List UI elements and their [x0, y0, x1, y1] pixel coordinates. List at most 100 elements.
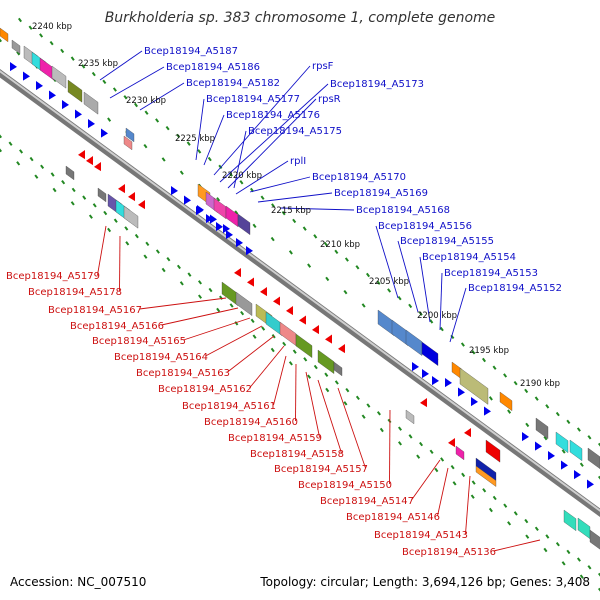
forward-arrow — [36, 81, 43, 91]
feature-block — [485, 439, 501, 463]
lower-outer-tick — [579, 574, 584, 579]
lower-outer-tick — [198, 294, 202, 299]
lower-gene-label: Bcep18194_A5157 — [274, 464, 368, 475]
feature-block — [421, 341, 439, 366]
forward-arrow — [223, 224, 230, 234]
feature-block — [221, 281, 239, 306]
lower-leader-line — [295, 363, 297, 422]
lower-leader-line — [317, 379, 342, 454]
upper-outer-tick — [134, 102, 138, 108]
lower-leader-line — [273, 355, 287, 406]
lower-leader-line — [183, 317, 251, 341]
upper-outer-tick — [376, 280, 381, 285]
upper-outer-tick — [176, 133, 181, 139]
lower-leader-line — [437, 467, 449, 517]
scale-label: 2220 kbp — [222, 171, 262, 181]
lower-inner-tick — [408, 434, 413, 439]
upper-gene-label: Bcep18194_A5170 — [312, 172, 406, 183]
forward-arrow — [246, 246, 253, 256]
upper-leader-line — [257, 192, 333, 203]
upper-outer-tick — [534, 396, 539, 401]
lower-outer-tick — [343, 401, 348, 406]
upper-gene-label: rplI — [290, 156, 306, 167]
upper-outer-tick — [355, 265, 360, 270]
forward-arrow — [458, 387, 465, 397]
feature-block — [67, 79, 83, 103]
forward-arrow — [561, 460, 568, 470]
feature-block — [459, 367, 489, 405]
upper-outer-tick — [49, 40, 54, 46]
upper-outer-tick — [260, 195, 265, 200]
upper-gene-label: rpsR — [318, 94, 341, 105]
scale-label: 2190 kbp — [520, 379, 560, 389]
feature-block — [405, 409, 415, 425]
lower-leader-line — [411, 459, 441, 501]
upper-outer-tick — [566, 419, 571, 425]
upper-leader-line — [233, 130, 247, 189]
lower-inner-tick — [166, 257, 171, 262]
lower-outer-tick — [397, 441, 403, 446]
lower-leader-line — [205, 325, 263, 357]
upper-outer-tick — [513, 380, 518, 386]
upper-outer-tick — [302, 226, 307, 231]
upper-outer-tick — [524, 388, 529, 394]
lower-outer-tick — [434, 467, 439, 473]
upper-outer-tick — [112, 87, 117, 92]
upper-inner-tick — [288, 250, 293, 255]
upper-outer-tick — [28, 25, 33, 30]
upper-inner-tick — [597, 475, 600, 480]
scale-label: 2200 kbp — [417, 311, 457, 321]
accession-text: Accession: NC_007510 — [10, 575, 146, 589]
upper-leader-line — [213, 65, 311, 176]
lower-gene-label: Bcep18194_A5146 — [346, 512, 440, 523]
forward-arrow — [88, 119, 95, 129]
genome-stats-text: Topology: circular; Length: 3,694,126 bp… — [259, 575, 590, 589]
upper-outer-tick — [228, 172, 233, 177]
lower-outer-tick — [216, 307, 221, 313]
upper-outer-tick — [460, 342, 465, 347]
lower-leader-line — [227, 335, 275, 373]
upper-inner-tick — [252, 223, 257, 229]
lower-inner-tick — [50, 172, 55, 177]
chromosome-backbone — [0, 68, 600, 518]
upper-leader-line — [249, 176, 311, 193]
lower-inner-tick — [524, 518, 529, 524]
upper-outer-tick — [313, 234, 318, 239]
upper-inner-tick — [325, 276, 330, 282]
reverse-arrow — [94, 162, 101, 172]
upper-leader-line — [99, 50, 143, 81]
forward-arrow — [101, 128, 108, 138]
lower-gene-label: Bcep18194_A5143 — [374, 530, 468, 541]
upper-inner-tick — [0, 38, 2, 43]
lower-gene-label: Bcep18194_A5162 — [158, 384, 252, 395]
upper-inner-tick — [107, 117, 112, 122]
lower-inner-tick — [145, 241, 150, 247]
lower-outer-tick — [143, 254, 148, 259]
reverse-arrow — [448, 438, 455, 448]
lower-inner-tick — [566, 549, 571, 555]
upper-gene-label: Bcep18194_A5153 — [444, 268, 538, 279]
lower-inner-tick — [376, 411, 381, 416]
lower-leader-line — [139, 297, 227, 310]
scale-label: 2240 kbp — [32, 22, 72, 32]
lower-inner-tick — [0, 134, 3, 139]
upper-gene-label: Bcep18194_A5173 — [330, 79, 424, 90]
feature-block — [225, 205, 239, 228]
lower-outer-tick — [507, 521, 512, 526]
lower-outer-tick — [234, 321, 239, 326]
lower-outer-tick — [0, 148, 3, 153]
forward-arrow — [412, 362, 419, 372]
upper-outer-tick — [102, 79, 107, 85]
lower-outer-tick — [161, 267, 166, 273]
lower-inner-tick — [555, 541, 560, 547]
upper-inner-tick — [343, 289, 348, 295]
upper-outer-tick — [503, 373, 508, 378]
lower-inner-tick — [292, 349, 297, 354]
upper-outer-tick — [239, 180, 244, 185]
upper-inner-tick — [561, 449, 566, 454]
lower-inner-tick — [513, 511, 518, 516]
lower-inner-tick — [471, 480, 476, 485]
lower-inner-tick — [187, 272, 192, 277]
lower-leader-line — [97, 225, 107, 276]
upper-inner-tick — [216, 197, 221, 202]
